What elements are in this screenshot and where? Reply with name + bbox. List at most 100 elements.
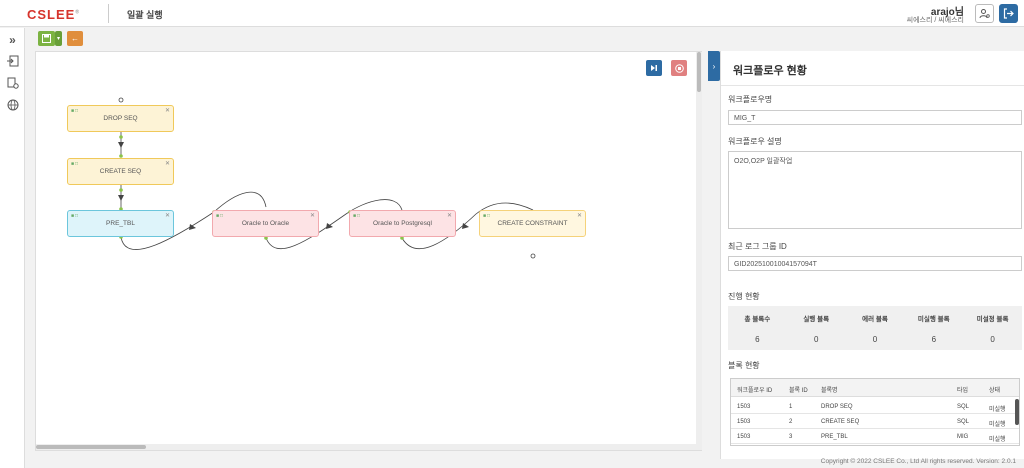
import-icon [6,55,18,66]
table-row[interactable]: 1503 2 CREATE SEQ SQL 미실행 [731,415,1019,429]
close-icon[interactable]: ✕ [164,108,170,114]
stop-button[interactable] [671,60,687,76]
table-cell: 미실행 [989,437,1006,443]
block-status-label: 블록 현황 [728,361,760,370]
workflow-block[interactable]: ■□ ✕ PRE_TBL [67,210,174,237]
start-port [118,97,124,103]
workflow-block[interactable]: ■□ ✕ CREATE SEQ [67,158,174,185]
user-settings-button[interactable] [975,4,994,23]
table-header: 워크플로우 ID 블록 ID 블록명 타입 상태 [731,379,1019,397]
logout-icon [1003,8,1014,19]
arrow-head [326,223,333,229]
table-cell: CREATE SEQ [821,419,860,425]
block-label: Oracle to Postgresql [373,220,432,227]
user-settings-icon [979,9,990,19]
settings-document-icon [7,77,19,89]
canvas-horizontal-scrollbar[interactable] [36,444,696,450]
table-cell: 2 [789,419,793,425]
block-handle-icon: ■□ [71,213,80,219]
port-dot [119,207,123,211]
block-handle-icon: ■□ [216,213,225,219]
column-header[interactable]: 블록 ID [789,388,808,394]
close-icon[interactable]: ✕ [309,213,315,219]
table-cell: 1503 [737,434,751,440]
progress-stats: 총 블록수 실행 블록 에러 블록 미실행 블록 미설정 블록 6 0 0 6 … [728,306,1022,350]
panel-collapse-button[interactable]: › [708,51,720,81]
stat-value: 0 [990,335,995,344]
chevron-down-icon: ▾ [56,36,60,42]
scroll-thumb[interactable] [36,445,146,449]
table-cell: PRE_TBL [821,434,848,440]
column-header[interactable]: 워크플로우 ID [737,388,773,394]
sidebar-item-import[interactable] [5,53,20,68]
workflow-block[interactable]: ■□ ✕ CREATE CONSTRAINT [479,210,586,237]
panel-title: 워크플로우 현황 [733,65,807,77]
stat-value: 0 [813,335,819,344]
close-icon[interactable]: ✕ [576,213,582,219]
column-header[interactable]: 블록명 [821,388,838,394]
workflow-block[interactable]: ■□ ✕ Oracle to Postgresql [349,210,456,237]
progress-label: 진행 현황 [728,292,760,301]
block-label: CREATE CONSTRAINT [497,220,568,227]
sidebar-expand-button[interactable]: » [9,32,16,47]
stat-header: 실행 블록 [803,316,830,323]
divider [721,85,1024,86]
workflow-canvas[interactable]: ■□ ✕ DROP SEQ ■□ ✕ CREATE SEQ ■□ ✕ PRE_T… [35,51,702,451]
arrow-head [462,223,469,229]
table-cell: 미실행 [989,422,1006,428]
sidebar-item-globe[interactable] [5,97,20,112]
back-button[interactable]: ← [67,31,83,46]
arrow-left-icon: ← [71,34,79,43]
logo[interactable]: CSLEE® [27,7,81,22]
workflow-block[interactable]: ■□ ✕ Oracle to Oracle [212,210,319,237]
close-icon[interactable]: ✕ [164,213,170,219]
close-icon[interactable]: ✕ [446,213,452,219]
table-cell: SQL [957,404,970,410]
table-cell: 1 [789,404,793,410]
arrow-head [118,142,124,148]
table-cell: 1503 [737,404,751,410]
save-dropdown-button[interactable]: ▾ [55,31,62,46]
block-status-table: 워크플로우 ID 블록 ID 블록명 타입 상태 1503 1 DROP SEQ… [730,378,1020,446]
stop-icon [674,63,684,73]
table-cell: DROP SEQ [821,404,853,410]
stat-header: 에러 블록 [862,316,888,323]
arrow-head [189,224,196,230]
table-cell: 3 [789,434,793,440]
block-handle-icon: ■□ [71,161,80,167]
globe-icon [7,99,18,110]
sidebar-item-settings-doc[interactable] [5,75,20,90]
workflow-name-label: 워크플로우명 [728,95,773,104]
log-group-field[interactable]: GID20251001004157094T [728,256,1022,271]
connector-4-5 [265,199,403,249]
user-org: 씨에스리 / 씨에스리 [906,17,964,24]
sidebar: » [0,28,25,468]
table-cell: MIG [957,434,969,440]
block-label: DROP SEQ [103,115,138,122]
stat-value: 6 [755,335,760,344]
table-cell: 미실행 [989,407,1006,413]
column-header[interactable]: 타입 [957,388,969,394]
port-dot [400,236,404,240]
workflow-name-field[interactable]: MIG_T [728,110,1022,125]
run-step-button[interactable] [646,60,662,76]
table-scrollbar[interactable] [1015,399,1019,425]
table-row[interactable]: 1503 1 DROP SEQ SQL 미실행 [731,400,1019,414]
block-handle-icon: ■□ [71,108,80,114]
log-group-label: 최근 로그 그룹 ID [728,242,787,251]
canvas-vertical-scrollbar[interactable] [696,52,702,450]
logout-button[interactable] [999,4,1018,23]
top-bar: CSLEE® 일괄 실행 arajo님 씨에스리 / 씨에스리 [0,0,1024,27]
column-header[interactable]: 상태 [989,388,1001,394]
workflow-desc-field[interactable]: O2O,O2P 일괄작업 [728,151,1022,229]
save-button[interactable] [38,31,55,46]
stat-value: 0 [872,335,878,344]
scroll-thumb[interactable] [697,52,701,92]
workflow-block[interactable]: ■□ ✕ DROP SEQ [67,105,174,132]
workflow-desc-label: 워크플로우 설명 [728,137,782,146]
close-icon[interactable]: ✕ [164,161,170,167]
table-row[interactable]: 1503 3 PRE_TBL MIG 미실행 [731,430,1019,444]
port-dot [119,188,123,192]
block-label: PRE_TBL [106,220,135,227]
stat-header: 미실행 블록 [917,316,950,323]
